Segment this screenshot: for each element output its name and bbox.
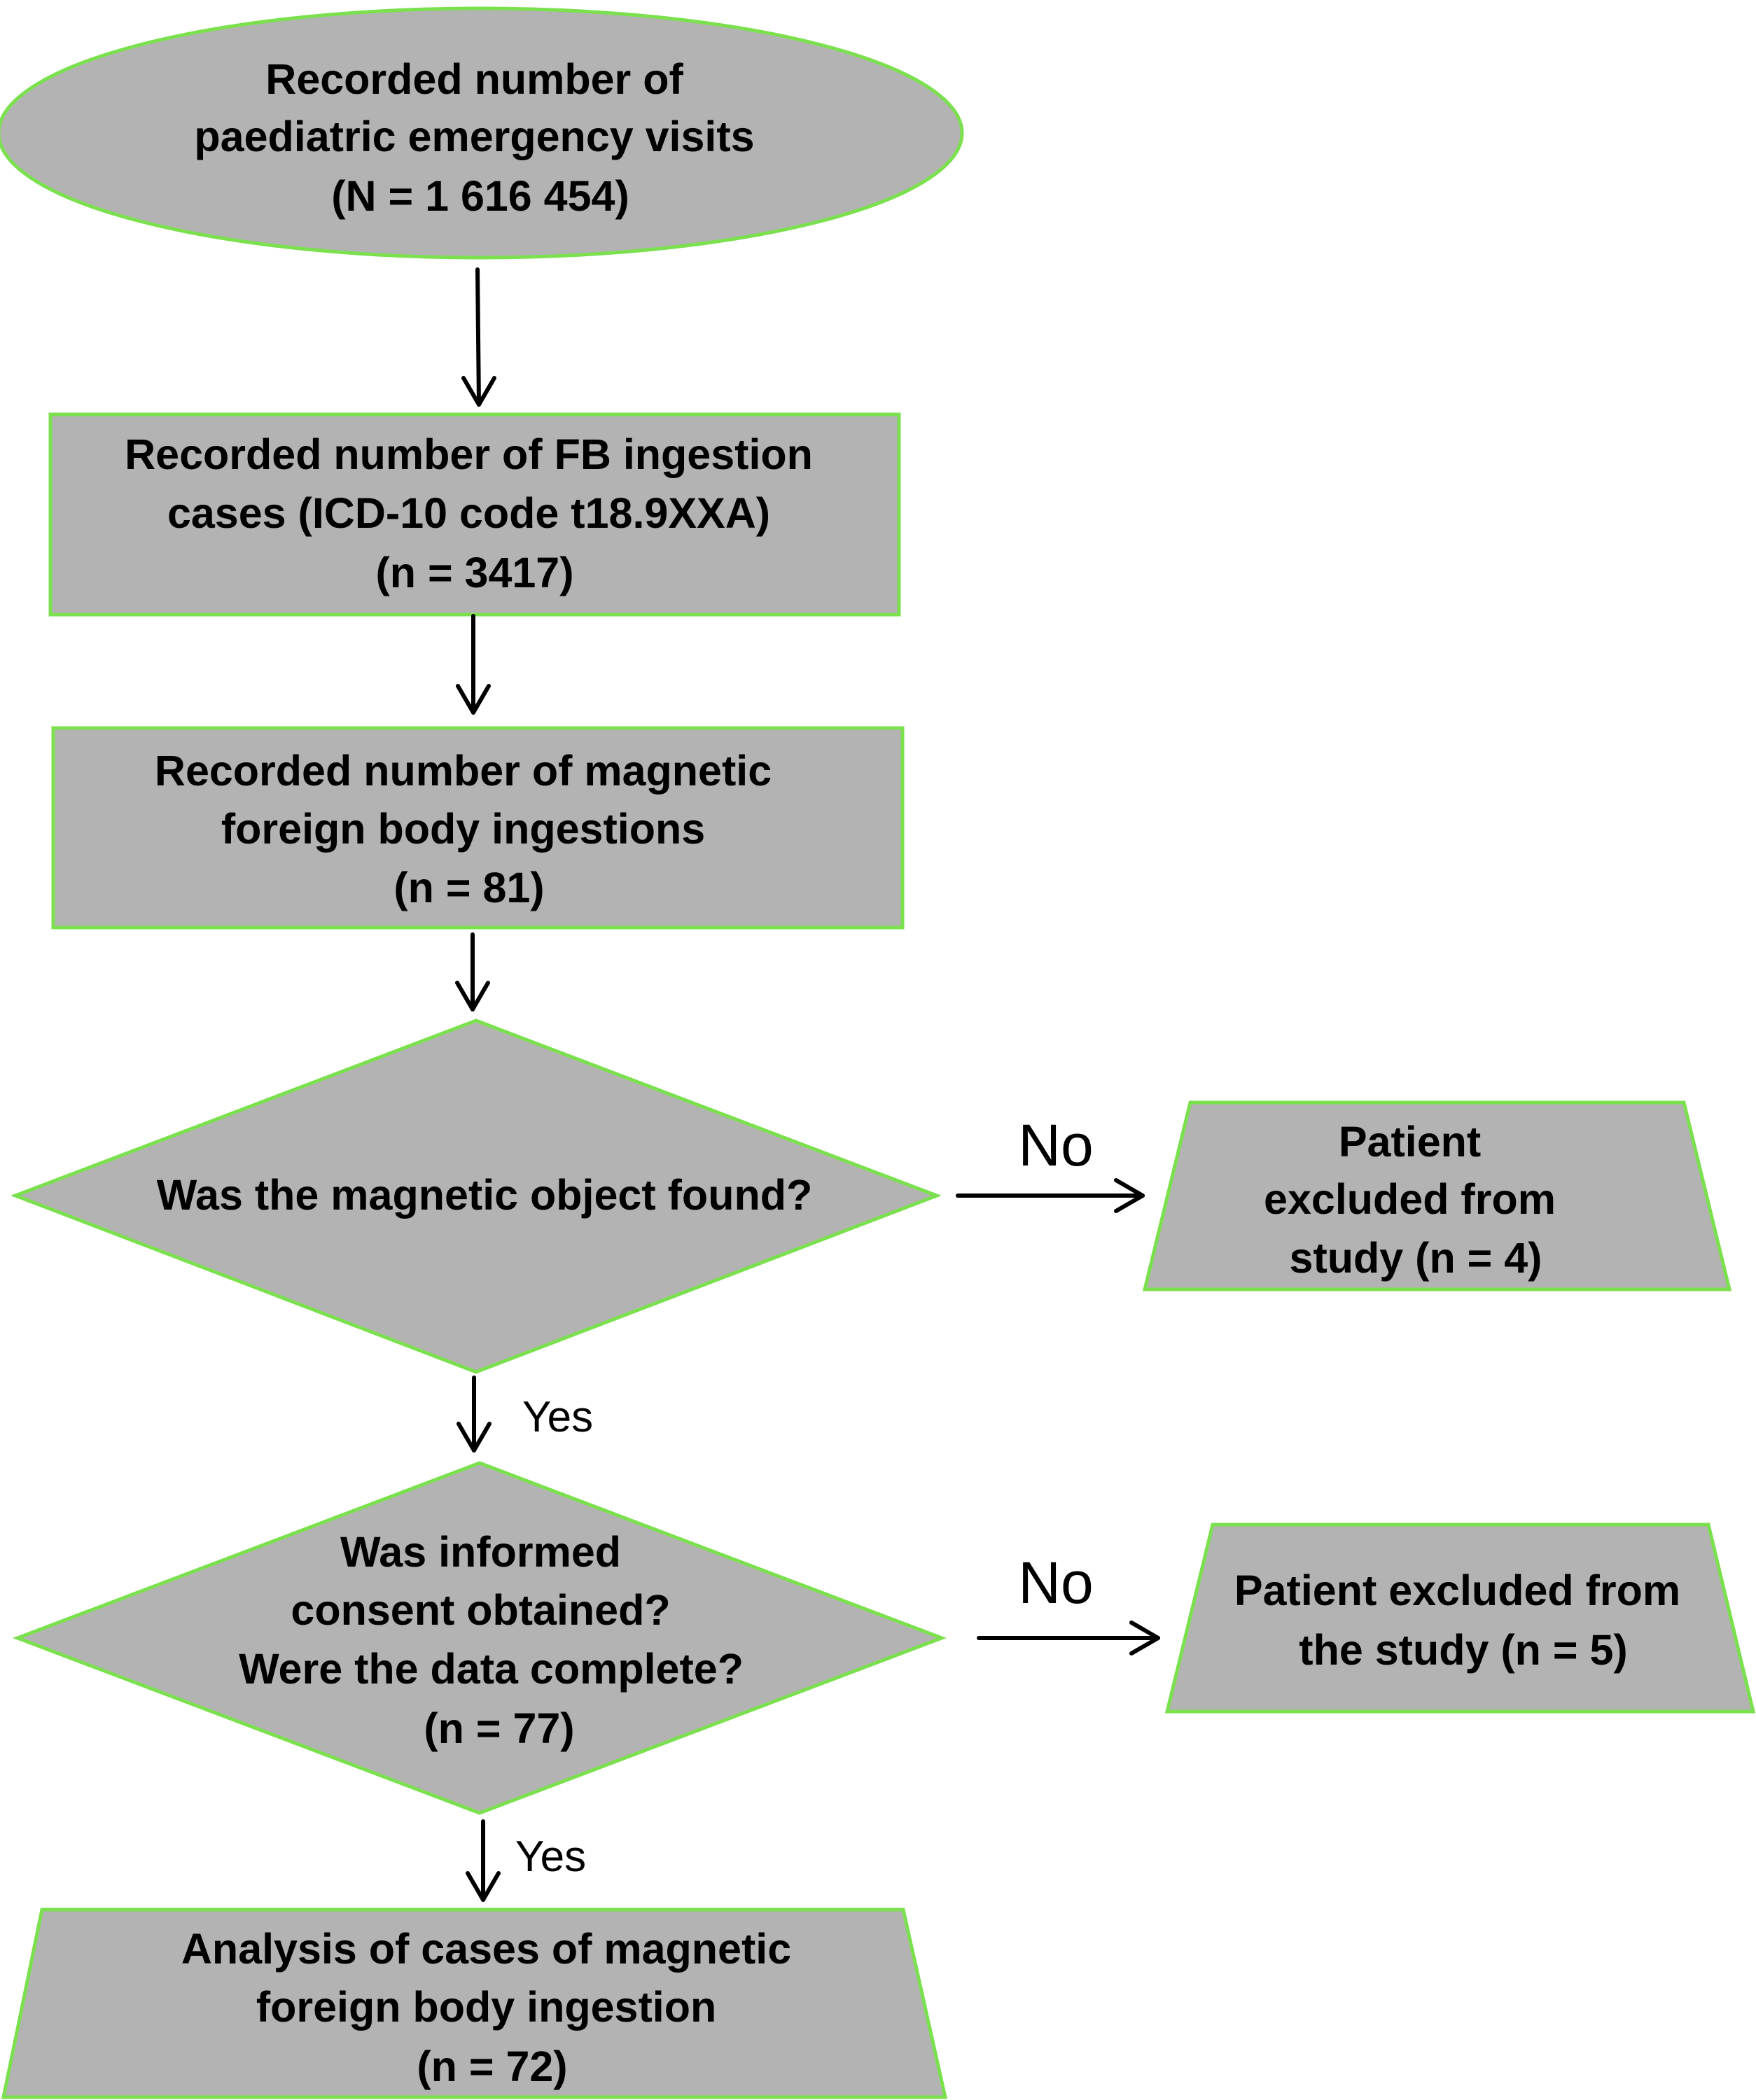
node-object-found-shape bbox=[10, 1018, 942, 1374]
node-visits-line-3: (N = 1 616 454) bbox=[331, 172, 629, 220]
node-analysis-line-2: foreign body ingestion bbox=[256, 1983, 716, 2031]
node-excluded-2-line-1: Patient excluded from bbox=[1234, 1567, 1680, 1614]
node-magnetic-cases-line-1: Recorded number of magnetic bbox=[155, 747, 772, 794]
node-excluded-1-line-3: study (n = 4) bbox=[1290, 1234, 1542, 1282]
edge-label-no-2: No bbox=[1018, 1550, 1093, 1616]
arrow-fb-cases-to-magnetic-cases bbox=[456, 614, 491, 715]
node-excluded-1-text: Patient excluded from study (n = 4) bbox=[1264, 1118, 1568, 1282]
node-consent-line-2: consent obtained? bbox=[291, 1586, 670, 1634]
node-visits-line-1: Recorded number of bbox=[265, 55, 683, 103]
edge-label-yes-1: Yes bbox=[522, 1393, 593, 1441]
node-consent-text: Was informed consent obtained? Were the … bbox=[239, 1528, 755, 1752]
edge-label-no-1: No bbox=[1018, 1112, 1093, 1178]
node-magnetic-cases-text: Recorded number of magnetic foreign body… bbox=[155, 747, 783, 911]
arrow-visits-to-fb-cases bbox=[461, 267, 496, 407]
node-consent-line-1: Was informed bbox=[340, 1528, 621, 1576]
node-consent-line-4: (n = 77) bbox=[424, 1704, 574, 1752]
node-analysis-line-3: (n = 72) bbox=[417, 2043, 567, 2090]
arrow-consent-to-excluded-2 bbox=[977, 1620, 1160, 1656]
node-analysis-shape bbox=[1, 1907, 948, 2099]
node-fb-cases-line-2: cases (ICD-10 code t18.9XXA) bbox=[167, 489, 770, 537]
node-object-found-text: Was the magnetic object found? bbox=[157, 1171, 813, 1219]
node-excluded-1-line-1: Patient bbox=[1339, 1118, 1481, 1166]
node-analysis-line-1: Analysis of cases of magnetic bbox=[181, 1925, 791, 1973]
node-fb-cases-line-3: (n = 3417) bbox=[375, 549, 573, 596]
node-excluded-1-shape bbox=[1142, 1100, 1732, 1292]
node-object-found-line-1: Was the magnetic object found? bbox=[157, 1171, 813, 1219]
node-fb-cases-shape bbox=[48, 412, 901, 617]
arrow-consent-to-analysis bbox=[466, 1819, 501, 1902]
arrow-object-found-to-excluded-1 bbox=[956, 1178, 1145, 1213]
node-visits-shape bbox=[0, 6, 964, 260]
node-visits-line-2: paediatric emergency visits bbox=[194, 113, 754, 160]
node-visits-text: Recorded number of paediatric emergency … bbox=[194, 55, 766, 220]
arrow-object-found-to-consent bbox=[457, 1376, 492, 1452]
node-magnetic-cases-shape bbox=[51, 726, 905, 930]
node-consent-line-3: Were the data complete? bbox=[239, 1645, 744, 1693]
node-fb-cases-text: Recorded number of FB ingestion cases (I… bbox=[125, 430, 825, 596]
arrow-magnetic-cases-to-object-found bbox=[455, 932, 490, 1011]
node-magnetic-cases-line-2: foreign body ingestions bbox=[221, 805, 705, 853]
edge-label-yes-2: Yes bbox=[515, 1833, 586, 1881]
node-excluded-2-shape bbox=[1164, 1522, 1756, 1714]
node-fb-cases-line-1: Recorded number of FB ingestion bbox=[125, 430, 813, 478]
node-excluded-2-line-2: the study (n = 5) bbox=[1299, 1626, 1627, 1674]
node-excluded-1-line-2: excluded from bbox=[1264, 1175, 1556, 1223]
node-magnetic-cases-line-3: (n = 81) bbox=[393, 864, 544, 911]
node-consent-shape bbox=[12, 1461, 947, 1815]
node-excluded-2-text: Patient excluded from the study (n = 5) bbox=[1234, 1567, 1692, 1674]
node-analysis-text: Analysis of cases of magnetic foreign bo… bbox=[181, 1925, 803, 2090]
